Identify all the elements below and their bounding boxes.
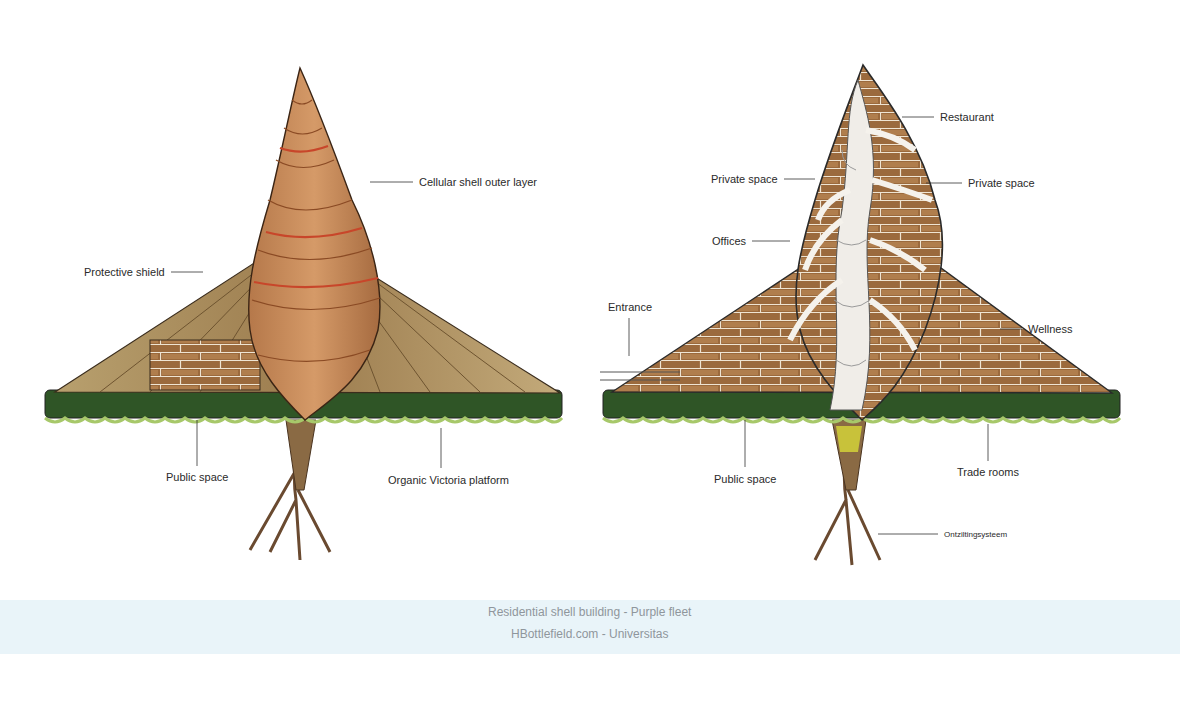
callout-label: Trade rooms — [957, 466, 1019, 479]
callout-label: Wellness — [1028, 323, 1072, 336]
callout-label: Organic Victoria platform — [388, 474, 509, 487]
callout-label: Protective shield — [84, 266, 165, 279]
callout-label: Restaurant — [940, 111, 994, 124]
callout-label: Ontziltingsysteem — [944, 528, 1007, 541]
callout-label: Private space — [968, 177, 1035, 190]
credit-text: HBottlefield.com - Universitas — [511, 627, 668, 641]
callout-label: Entrance — [608, 301, 652, 314]
caption: Residential shell building - Purple flee… — [488, 605, 691, 619]
callout-label: Offices — [712, 235, 746, 248]
callout-label: Cellular shell outer layer — [419, 176, 537, 189]
callout-label: Public space — [714, 473, 776, 486]
callout-label: Private space — [711, 173, 778, 186]
callout-label: Public space — [166, 471, 228, 484]
